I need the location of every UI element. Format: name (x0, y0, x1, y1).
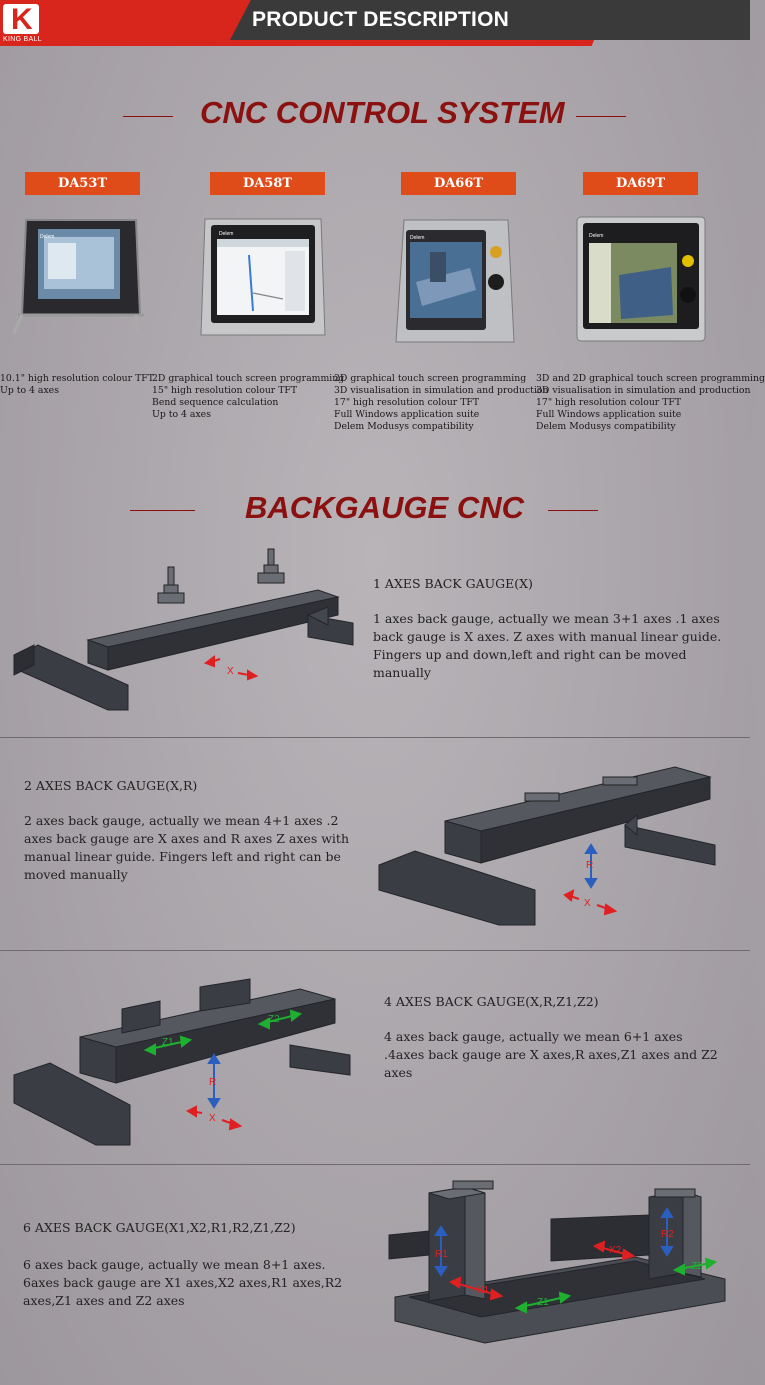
header-bar: K KING BALL PRODUCT DESCRIPTION (0, 0, 750, 46)
logo-letter: K (11, 3, 33, 36)
feature-line: 3D and 2D graphical touch screen program… (536, 373, 765, 384)
axis-label: R2 (661, 1229, 674, 1240)
da66t-controller-image: Delem (390, 212, 520, 356)
backgauge-1-title: 1 AXES BACK GAUGE(X) (373, 576, 533, 591)
backgauge-3-description: 4 axes back gauge, actually we mean 6+1 … (384, 1029, 718, 1080)
backgauge-4-axis-diagram: Z1 Z2 R X (10, 975, 360, 1159)
feature-line: 3D visualisation in simulation and produ… (536, 385, 751, 396)
title-rule-right (548, 510, 598, 511)
feature-line: 17" high resolution colour TFT (334, 397, 480, 408)
title-rule-left (130, 510, 195, 511)
axis-label: R1 (435, 1249, 448, 1260)
backgauge-3-title: 4 AXES BACK GAUGE(X,R,Z1,Z2) (384, 994, 599, 1009)
header-dark-band (230, 0, 750, 40)
screen-brand-text: Delem (410, 235, 424, 241)
cnc-section-title: CNC CONTROL SYSTEM (200, 95, 565, 130)
feature-line: 10.1" high resolution colour TFT (0, 373, 154, 384)
section-divider (0, 950, 750, 951)
feature-line: 3D visualisation in simulation and produ… (334, 385, 549, 396)
model-label-da58t: DA58T (210, 172, 325, 195)
feature-line: Delem Modusys compatibility (334, 421, 474, 432)
feature-line: 15" high resolution colour TFT (152, 385, 298, 396)
axis-label: R (586, 860, 593, 871)
axis-label: X (209, 1113, 216, 1124)
axis-label: X1 (477, 1285, 490, 1296)
da69t-features: 3D and 2D graphical touch screen program… (536, 373, 765, 433)
backgauge-6-axis-diagram: R1 R2 X2 X1 Z1 Z2 (385, 1175, 730, 1349)
backgauge-1-axis-diagram: X (8, 545, 358, 719)
feature-line: 17" high resolution colour TFT (536, 397, 682, 408)
da66t-features: 2D graphical touch screen programming 3D… (334, 373, 548, 433)
backgauge-section-title: BACKGAUGE CNC (245, 490, 524, 525)
feature-line: 2D graphical touch screen programming (334, 373, 527, 384)
feature-line: Up to 4 axes (0, 385, 59, 396)
feature-line: Delem Modusys compatibility (536, 421, 676, 432)
model-label-da69t: DA69T (583, 172, 698, 195)
backgauge-2-axis-diagram: R X (375, 755, 725, 939)
backgauge-4-title: 6 AXES BACK GAUGE(X1,X2,R1,R2,Z1,Z2) (23, 1220, 296, 1235)
axis-label: Z2 (691, 1261, 703, 1272)
axis-label: Z2 (268, 1014, 280, 1025)
backgauge-4-description: 6 axes back gauge, actually we mean 8+1 … (23, 1257, 343, 1308)
model-label-da66t: DA66T (401, 172, 516, 195)
title-rule-left (123, 116, 173, 117)
logo-text: KING BALL (3, 36, 42, 43)
backgauge-2-title: 2 AXES BACK GAUGE(X,R) (24, 778, 198, 793)
logo: K (3, 3, 39, 36)
da53t-features: 10.1" high resolution colour TFT Up to 4… (0, 373, 154, 397)
axis-label: X (227, 666, 234, 677)
feature-line: Full Windows application suite (536, 409, 682, 420)
da69t-controller-image: Delem (575, 215, 710, 349)
backgauge-2-description: 2 axes back gauge, actually we mean 4+1 … (24, 813, 349, 882)
axis-label: Z1 (537, 1297, 549, 1308)
da58t-features: 2D graphical touch screen programming 15… (152, 373, 344, 421)
axis-label: R (209, 1077, 216, 1088)
feature-line: Bend sequence calculation (152, 397, 279, 408)
axis-label: X2 (609, 1245, 622, 1256)
axis-label: Z1 (162, 1037, 174, 1048)
da58t-controller-image: Delem (193, 215, 333, 349)
screen-brand-text: Delem (219, 231, 233, 237)
feature-line: Up to 4 axes (152, 409, 211, 420)
model-label-da53t: DA53T (25, 172, 140, 195)
da53t-controller-image: Delem (8, 215, 144, 344)
page-title: PRODUCT DESCRIPTION (252, 8, 509, 31)
backgauge-1-description: 1 axes back gauge, actually we mean 3+1 … (373, 611, 722, 680)
feature-line: Full Windows application suite (334, 409, 480, 420)
screen-brand-text: Delem (40, 234, 54, 240)
axis-label: X (584, 898, 591, 909)
feature-line: 2D graphical touch screen programming (152, 373, 345, 384)
section-divider (0, 1164, 750, 1165)
title-rule-right (576, 116, 626, 117)
screen-brand-text: Delem (589, 233, 603, 239)
section-divider (0, 737, 750, 738)
